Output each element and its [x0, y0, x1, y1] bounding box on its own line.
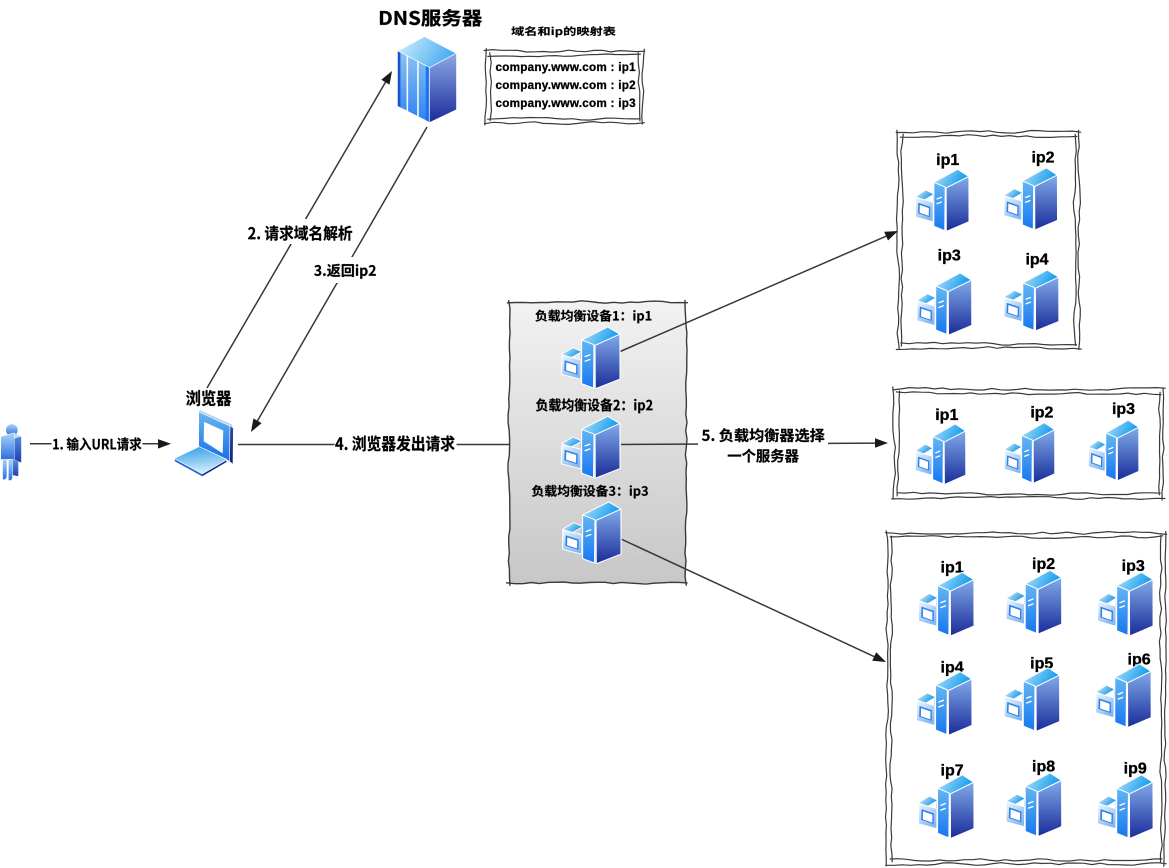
svg-text:company.www.com : ip2: company.www.com : ip2 [496, 79, 637, 92]
svg-text:ip2: ip2 [1032, 556, 1055, 573]
svg-text:ip7: ip7 [941, 763, 964, 780]
svg-text:ip4: ip4 [1025, 252, 1048, 269]
svg-text:ip3: ip3 [1112, 401, 1135, 418]
svg-text:ip1: ip1 [935, 407, 958, 424]
svg-text:ip3: ip3 [938, 248, 961, 265]
svg-text:company.www.com : ip3: company.www.com : ip3 [496, 97, 637, 110]
svg-text:ip8: ip8 [1032, 759, 1055, 776]
svg-text:company.www.com : ip1: company.www.com : ip1 [496, 61, 637, 74]
svg-text:ip1: ip1 [936, 152, 959, 169]
svg-text:ip3: ip3 [1122, 558, 1145, 575]
svg-text:ip2: ip2 [1031, 149, 1054, 166]
svg-text:ip6: ip6 [1128, 651, 1151, 668]
svg-text:ip9: ip9 [1124, 761, 1147, 778]
svg-text:ip1: ip1 [941, 559, 964, 576]
svg-text:ip2: ip2 [1030, 405, 1053, 422]
svg-text:ip4: ip4 [941, 659, 964, 676]
